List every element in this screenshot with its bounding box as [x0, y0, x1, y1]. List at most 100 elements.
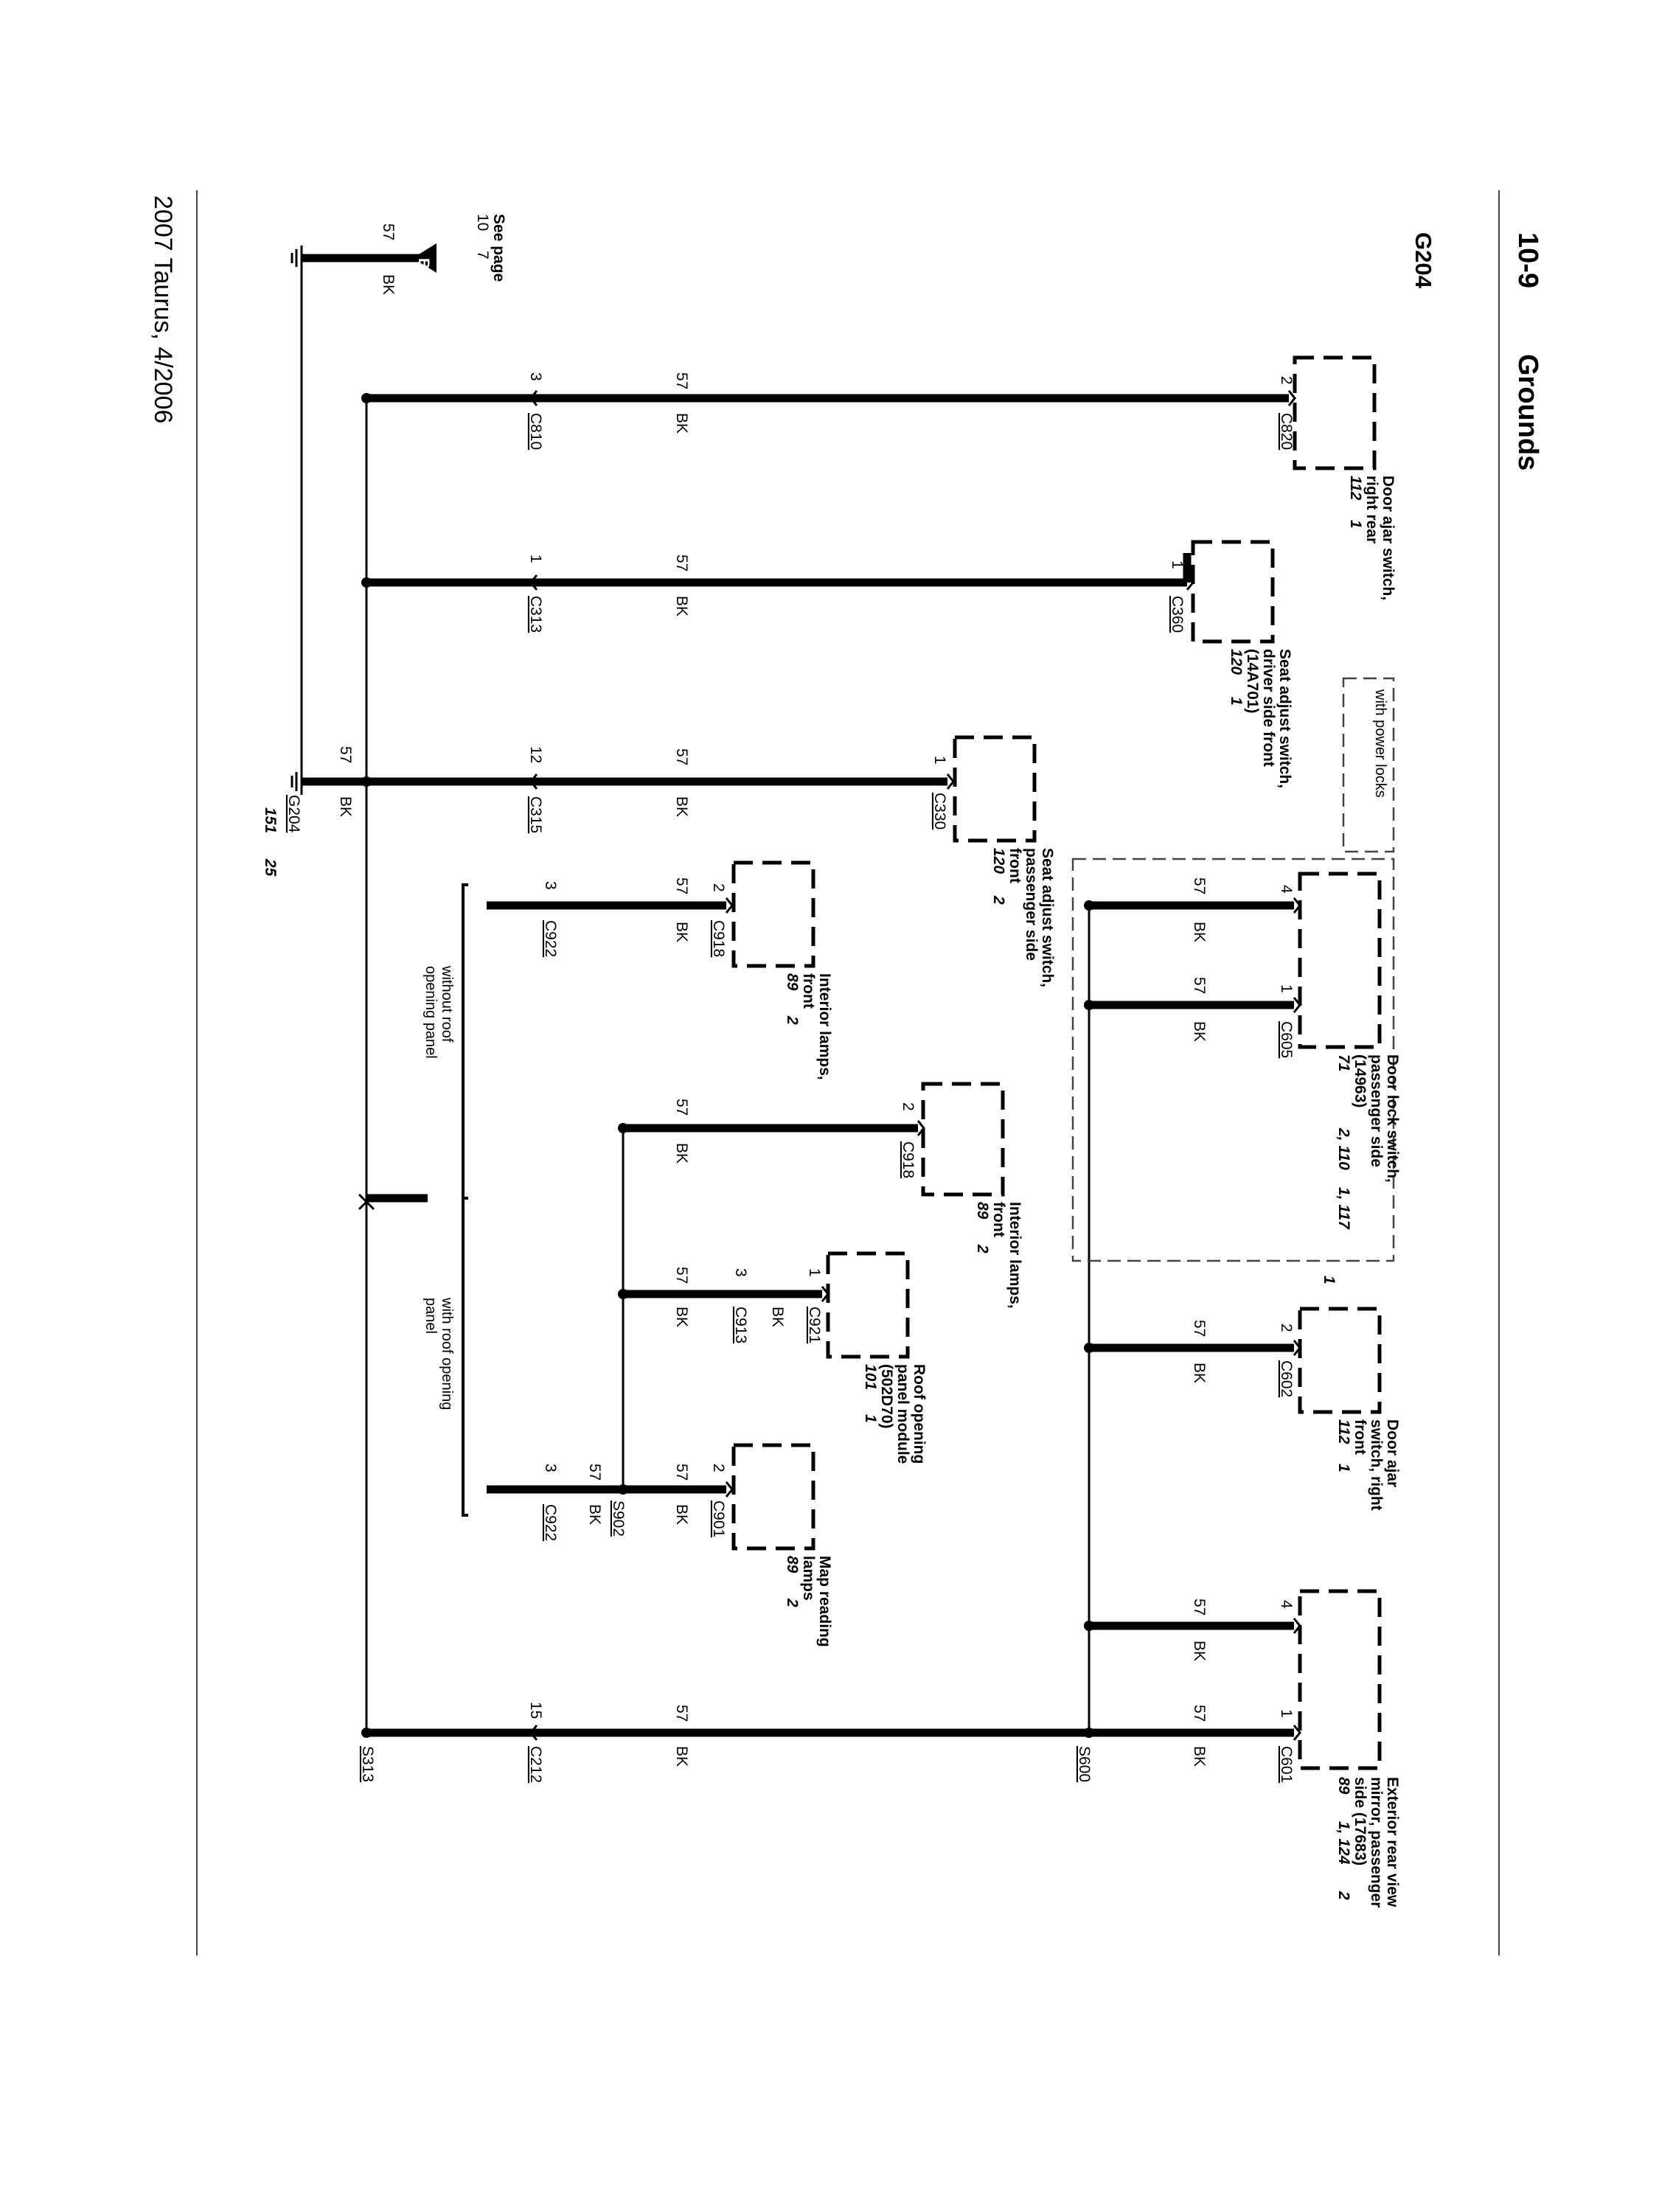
- svg-text:Door ajar switch,: Door ajar switch,: [1380, 476, 1397, 600]
- svg-text:2, 110: 2, 110: [1335, 1127, 1352, 1170]
- svg-text:with roof opening: with roof opening: [439, 1297, 455, 1410]
- svg-text:front: front: [800, 973, 817, 1009]
- see-page-wire-num: 57: [380, 223, 397, 240]
- page-number: 10-9: [1512, 232, 1543, 288]
- svg-text:112: 112: [1347, 476, 1364, 501]
- mirror-box: [1298, 1589, 1382, 1770]
- svg-text:151: 151: [262, 807, 279, 833]
- svg-text:1: 1: [1321, 1276, 1338, 1284]
- with-roof-bracket: [462, 1197, 468, 1517]
- svg-text:3: 3: [527, 372, 544, 381]
- power-locks-box: [1342, 677, 1395, 853]
- svg-text:with power locks: with power locks: [1372, 689, 1388, 798]
- svg-text:BK: BK: [673, 1143, 690, 1164]
- svg-text:57: 57: [673, 372, 690, 389]
- svg-text:C810: C810: [527, 413, 544, 450]
- svg-text:89: 89: [1335, 1777, 1352, 1795]
- svg-text:(502D70): (502D70): [878, 1364, 895, 1429]
- ground-symbol-top: B: [291, 243, 437, 273]
- see-page-wire-color: BK: [380, 274, 397, 295]
- svg-text:BK: BK: [769, 1307, 786, 1327]
- svg-text:BK: BK: [1191, 1641, 1208, 1661]
- svg-text:switch, right: switch, right: [1368, 1419, 1385, 1511]
- svg-text:Seat adjust switch,: Seat adjust switch,: [1039, 848, 1056, 987]
- svg-text:BK: BK: [1191, 1746, 1208, 1767]
- seat-passenger-box: [953, 735, 1037, 843]
- svg-text:right rear: right rear: [1363, 476, 1380, 543]
- svg-text:57: 57: [586, 1464, 603, 1481]
- svg-text:12: 12: [527, 746, 544, 763]
- svg-text:(14963): (14963): [1352, 1054, 1368, 1107]
- svg-text:BK: BK: [673, 1504, 690, 1525]
- svg-text:15: 15: [527, 1702, 544, 1719]
- svg-text:57: 57: [673, 1099, 690, 1116]
- svg-text:71: 71: [1335, 1054, 1352, 1071]
- svg-text:1, 124: 1, 124: [1335, 1821, 1352, 1865]
- svg-text:3: 3: [542, 1464, 559, 1472]
- svg-text:57: 57: [1191, 977, 1208, 994]
- svg-text:front: front: [1352, 1419, 1368, 1455]
- svg-text:25: 25: [262, 858, 279, 877]
- svg-text:2: 2: [710, 883, 727, 892]
- svg-text:3: 3: [542, 881, 559, 890]
- svg-text:C605: C605: [1278, 1021, 1295, 1058]
- svg-text:57: 57: [673, 1464, 690, 1481]
- svg-text:mirror, passenger: mirror, passenger: [1368, 1777, 1385, 1907]
- without-roof-bracket: [462, 883, 468, 1200]
- svg-text:1, 117: 1, 117: [1335, 1187, 1352, 1230]
- interior-lamps-box-2: [921, 1082, 1005, 1197]
- seat-driver-box: [1191, 540, 1275, 644]
- svg-text:57: 57: [673, 554, 690, 571]
- section-title: Grounds: [1512, 354, 1543, 470]
- svg-text:2: 2: [974, 1244, 991, 1253]
- svg-text:3: 3: [732, 1268, 749, 1277]
- svg-text:BK: BK: [1191, 1021, 1208, 1042]
- svg-text:1: 1: [1228, 697, 1245, 706]
- see-page-ref-grid: 7: [474, 251, 491, 260]
- svg-text:S902: S902: [610, 1500, 627, 1537]
- svg-text:57: 57: [673, 1705, 690, 1722]
- svg-text:4: 4: [1278, 885, 1295, 894]
- svg-text:C918: C918: [710, 920, 727, 957]
- svg-text:Interior lamps,: Interior lamps,: [1006, 1202, 1023, 1309]
- svg-text:Map reading: Map reading: [816, 1556, 833, 1647]
- see-page-label: See page: [490, 214, 507, 282]
- svg-text:C918: C918: [900, 1141, 917, 1178]
- door-ajar-rr-box: [1293, 355, 1377, 470]
- svg-text:BK: BK: [1191, 1363, 1208, 1383]
- svg-text:lamps: lamps: [800, 1556, 817, 1601]
- svg-text:B: B: [415, 258, 432, 269]
- svg-text:1: 1: [1278, 984, 1295, 993]
- svg-text:opening panel: opening panel: [422, 966, 439, 1059]
- svg-text:BK: BK: [673, 413, 690, 434]
- svg-text:panel: panel: [422, 1298, 439, 1334]
- connector-marks: [529, 390, 1301, 1741]
- svg-text:BK: BK: [673, 596, 690, 616]
- svg-text:BK: BK: [673, 1307, 690, 1327]
- svg-text:2: 2: [990, 895, 1007, 905]
- g204-ground-symbol: [291, 768, 303, 795]
- map-lamps-box: [731, 1443, 815, 1551]
- svg-text:2: 2: [1335, 1891, 1352, 1900]
- svg-text:Exterior rear view: Exterior rear view: [1384, 1777, 1401, 1907]
- svg-text:C913: C913: [732, 1307, 749, 1343]
- svg-text:S600: S600: [1076, 1746, 1093, 1782]
- svg-text:Interior lamps,: Interior lamps,: [816, 973, 833, 1080]
- svg-text:1: 1: [862, 1414, 879, 1423]
- door-lock-box: [1298, 872, 1382, 1049]
- svg-text:112: 112: [1335, 1419, 1352, 1444]
- svg-text:2: 2: [710, 1464, 727, 1472]
- svg-text:C602: C602: [1278, 1360, 1295, 1397]
- svg-text:passenger side: passenger side: [1368, 1054, 1385, 1167]
- svg-text:Seat adjust switch,: Seat adjust switch,: [1276, 649, 1293, 788]
- svg-text:BK: BK: [337, 796, 354, 817]
- svg-text:BK: BK: [673, 796, 690, 817]
- svg-text:C313: C313: [527, 596, 544, 633]
- door-lock-option-box: [1071, 858, 1395, 1262]
- svg-text:2: 2: [784, 1598, 801, 1607]
- svg-text:C330: C330: [931, 793, 948, 830]
- g204-label: G204: [285, 795, 302, 833]
- svg-text:57: 57: [1191, 1705, 1208, 1722]
- roof-module-box: [826, 1251, 910, 1359]
